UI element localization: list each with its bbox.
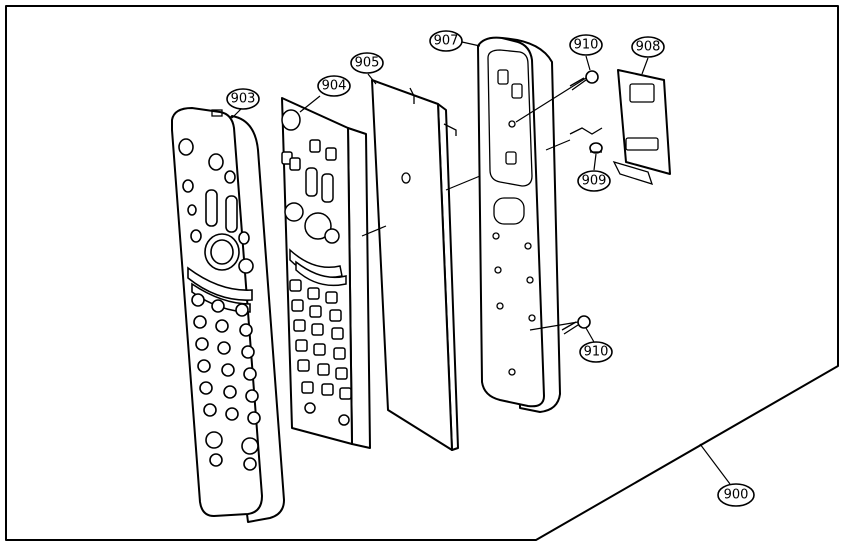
callout-910-bottom: 910 <box>579 341 613 363</box>
back-case-907 <box>477 36 561 413</box>
rubber-keypad-904 <box>281 97 371 449</box>
screw-910-top <box>569 70 599 91</box>
svg-text:904: 904 <box>322 79 347 94</box>
svg-text:909: 909 <box>582 174 607 189</box>
svg-text:903: 903 <box>231 92 256 107</box>
svg-text:910: 910 <box>574 38 599 53</box>
callout-910-top: 910 <box>569 34 603 56</box>
screw-910-bottom <box>561 315 591 335</box>
callout-909: 909 <box>577 170 611 192</box>
battery-spring-909 <box>569 127 603 154</box>
svg-text:907: 907 <box>434 34 459 49</box>
callout-leaders <box>231 41 731 485</box>
callout-904: 904 <box>317 75 351 97</box>
svg-text:905: 905 <box>355 56 380 71</box>
callout-900: 900 <box>717 483 755 507</box>
callout-908: 908 <box>631 36 665 58</box>
callout-905: 905 <box>350 52 384 74</box>
callout-903: 903 <box>226 88 260 110</box>
svg-text:908: 908 <box>636 40 661 55</box>
battery-cover-908 <box>612 69 671 185</box>
svg-text:910: 910 <box>584 345 609 360</box>
svg-text:900: 900 <box>724 488 749 503</box>
assembly-boundary <box>5 5 839 541</box>
callout-907: 907 <box>429 30 463 52</box>
assembly-guide-lines <box>361 77 587 331</box>
front-case-903 <box>171 107 285 523</box>
circuit-board-905 <box>371 79 459 451</box>
